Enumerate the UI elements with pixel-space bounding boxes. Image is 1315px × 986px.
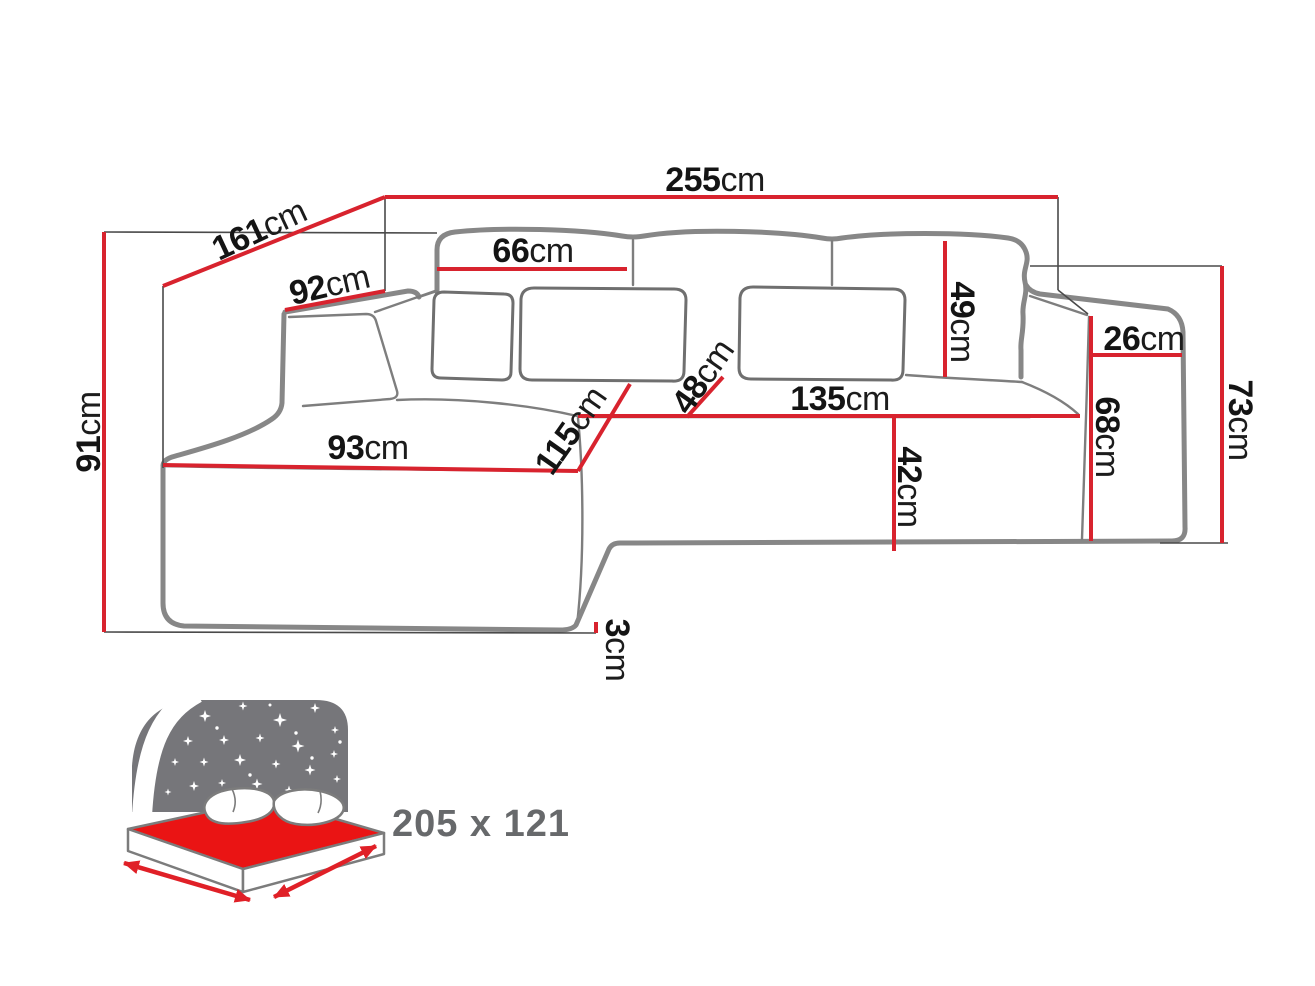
front-face-seam (575, 416, 584, 627)
dim-label-total-depth: 161cm (206, 192, 312, 269)
dim-label-chaise-width: 93cm (327, 429, 408, 467)
construction-lines (103, 197, 1228, 634)
seam-to-armrest (1057, 289, 1089, 315)
dim-label-floor-clearance: 3cm (598, 619, 636, 682)
sofa-bed-night-icon: 205 x 121 (123, 684, 570, 903)
projection-top-left (103, 231, 438, 234)
sleeping-area-label: 205 x 121 (392, 803, 570, 845)
chaise-seat-back-seam (395, 398, 579, 418)
sofa-body-outline (160, 282, 1188, 633)
throw-pillow-right (737, 285, 907, 382)
dimension-lines (102, 195, 1224, 633)
chaise-block-top-face (373, 289, 439, 314)
armrest-inner-edge (1080, 315, 1091, 541)
dim-line-chaise-length (576, 382, 632, 473)
throw-pillow-left (518, 286, 688, 383)
dim-label-right-armrest-top-width: 26cm (1103, 320, 1184, 358)
bed-size-arrows (123, 843, 378, 903)
dim-label-right-armrest-height: 68cm (1088, 396, 1126, 477)
floor-line (103, 631, 597, 634)
dim-line-left-armrest-width (284, 289, 386, 312)
bed-pillow-left (203, 786, 276, 825)
bed-pillow-right (272, 788, 345, 827)
seat-back-seam-right (904, 373, 1024, 384)
arrow-bed-width (272, 843, 378, 900)
dim-label-left-armrest-width: 92cm (286, 258, 374, 313)
dim-label-total-width: 255cm (665, 161, 765, 199)
dim-label-back-cushion-height: 49cm (943, 281, 981, 362)
armrest-top-inner-edge (1028, 294, 1089, 317)
moon-swoosh (132, 684, 203, 817)
arrow-bed-length (123, 860, 251, 903)
dim-label-back-cushion-width: 66cm (492, 232, 573, 270)
chaise-block-left-edge (160, 311, 287, 469)
dim-label-seat-front-height: 42cm (890, 446, 928, 527)
dimension-labels: 255cm 161cm 92cm 91cm 66cm 49cm 26cm 73c… (70, 161, 1259, 681)
throw-pillow-small (430, 290, 515, 382)
dim-line-total-depth (162, 195, 386, 288)
chaise-block-front-face (287, 312, 399, 408)
dim-line-chaise-width (162, 463, 579, 473)
dim-label-seat-width: 135cm (790, 380, 890, 418)
seat-armrest-seam (1020, 380, 1080, 416)
dim-line-seat-depth (685, 375, 725, 419)
dim-label-right-side-height: 73cm (1221, 379, 1259, 460)
bed-pillow-folds (231, 788, 322, 814)
dim-label-total-height: 91cm (70, 391, 108, 472)
